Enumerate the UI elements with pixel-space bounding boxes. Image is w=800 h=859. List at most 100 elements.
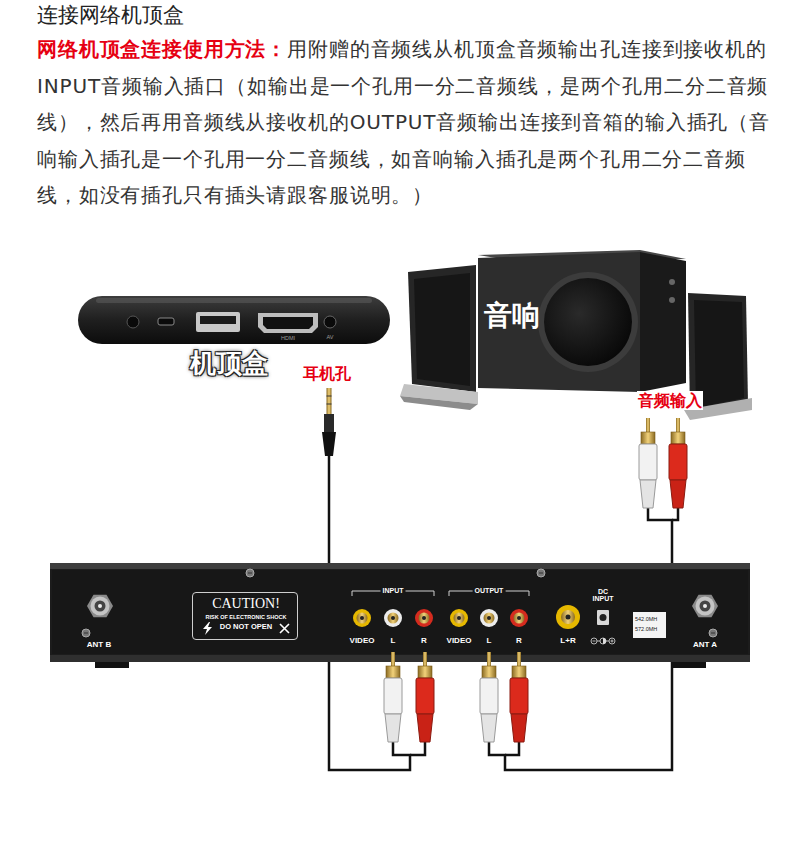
speaker-set-body — [414, 273, 470, 386]
audio-cable-plugs — [510, 652, 528, 742]
speaker-set: 音响 — [400, 245, 755, 418]
rca-jacks — [450, 609, 468, 627]
antenna-connector — [692, 595, 718, 618]
node-text: CAUTION! — [212, 596, 280, 612]
node-text: L+R — [560, 636, 575, 645]
antenna-connector — [95, 601, 106, 612]
speaker-set-body — [538, 272, 638, 372]
dc-jack — [611, 640, 614, 643]
node-text: 机顶盒 — [190, 349, 268, 379]
node-text: R — [516, 636, 522, 645]
jack-label: 耳机孔 — [303, 364, 351, 383]
receiver-body — [84, 573, 715, 633]
node-text: L — [487, 636, 492, 645]
method-heading: 网络机顶盒连接使用方法： — [37, 37, 287, 61]
audio-cable-plugs — [384, 418, 687, 755]
set-top-box-body — [127, 316, 139, 328]
speaker-set-body — [400, 250, 752, 420]
set-top-box-body — [196, 312, 240, 332]
rca-jacks — [353, 609, 371, 627]
dc-jack — [603, 638, 606, 644]
antenna-connector — [98, 604, 102, 608]
node-text: 572.0MH — [635, 626, 657, 632]
receiver-body — [50, 563, 750, 569]
audio-input-label: 音频输入 — [637, 391, 703, 410]
receiver-body — [50, 655, 750, 662]
node-text: R — [421, 636, 427, 645]
antenna-connector — [700, 601, 711, 612]
page-title: 连接网络机顶盒 — [37, 1, 184, 29]
node-text: OUTPUT — [473, 587, 506, 595]
headphone-plug — [327, 396, 332, 397]
antenna-connector — [87, 595, 113, 618]
speaker-set-body — [400, 396, 478, 410]
rca-jacks — [415, 609, 433, 627]
mono-jack — [561, 610, 575, 624]
dc-jack — [591, 638, 615, 644]
antenna-connector — [703, 604, 707, 608]
input-panel: INPUTVIDEOLR — [345, 587, 441, 652]
headphone-plug — [327, 388, 332, 414]
speaker-set-body — [408, 265, 476, 392]
audio-cable-plugs — [505, 742, 519, 755]
antenna-connector — [91, 597, 110, 616]
instruction-text: 用附赠的音频线从机顶盒音频输出孔连接到接收机的INPUT音频输入插口（如输出是一… — [37, 37, 770, 207]
dc-jack — [597, 610, 609, 625]
dc-jack — [591, 610, 615, 644]
node-text: 音响 — [484, 300, 540, 332]
set-top-box-body — [96, 298, 372, 303]
headphone-plug — [322, 388, 336, 456]
speaker-set-body — [669, 297, 675, 303]
dc-jack — [609, 638, 615, 644]
caution-icons — [203, 622, 212, 635]
audio-cable-plugs — [410, 742, 425, 755]
dc-jack — [591, 638, 597, 644]
receiver-body — [50, 563, 750, 662]
speaker-set-body — [478, 252, 640, 392]
dc-jack — [600, 614, 607, 621]
dc-jack — [606, 641, 609, 642]
audio-cable-plugs — [416, 652, 434, 742]
antenna-connector — [696, 597, 715, 616]
port-label: HDMI — [281, 335, 295, 342]
set-top-box-body — [158, 318, 174, 325]
audio-cable-plugs — [669, 418, 687, 508]
node-text: INPUT — [381, 587, 406, 595]
set-top-box-body — [78, 296, 390, 344]
node-text: ANT A — [693, 640, 717, 649]
receiver-body — [52, 570, 748, 654]
node-text: VIDEO — [350, 636, 375, 645]
audio-cable-plugs — [672, 508, 678, 520]
set-top-box-body — [258, 313, 318, 333]
receiver: ANT B L+R DC INPUT ANT A CAUTION! RISK OF ELE… — [50, 563, 750, 662]
rca-jacks — [353, 609, 528, 627]
headphone-plug — [327, 404, 332, 405]
mono-jack — [556, 605, 580, 629]
set-top-box-body — [263, 317, 313, 329]
headphone-plug — [324, 414, 334, 432]
caution-plate: CAUTION!RISK OF ELECTRONIC SHOCKDO NOT O… — [192, 592, 298, 640]
rca-jacks — [510, 609, 528, 627]
node-text: ANT B — [87, 640, 111, 649]
set-top-box-body — [200, 316, 236, 324]
instruction-paragraph: 网络机顶盒连接使用方法：用附赠的音频线从机顶盒音频输出孔连接到接收机的INPUT… — [37, 31, 777, 214]
port-label: AV — [327, 334, 334, 341]
output-panel: OUTPUTVIDEOLR — [442, 587, 538, 652]
speaker-set-body — [640, 252, 686, 392]
audio-cable-plugs — [639, 418, 657, 508]
dc-jack — [597, 641, 600, 642]
dc-jack — [593, 641, 596, 642]
set-top-box-body — [324, 316, 336, 328]
rca-jacks — [384, 609, 402, 627]
frequency-sticker: 542.0MH572.0MH — [633, 612, 666, 638]
mono-jack — [556, 605, 580, 629]
node-text: RISK OF ELECTRONIC SHOCK — [206, 614, 287, 620]
headphone-plug — [322, 432, 336, 456]
set-top-box-body — [78, 296, 390, 344]
dc-jack — [600, 638, 606, 644]
audio-cable-plugs — [384, 652, 402, 742]
node-text: DC INPUT — [588, 588, 618, 602]
caution-icons — [203, 622, 289, 635]
receiver-body — [50, 563, 750, 668]
